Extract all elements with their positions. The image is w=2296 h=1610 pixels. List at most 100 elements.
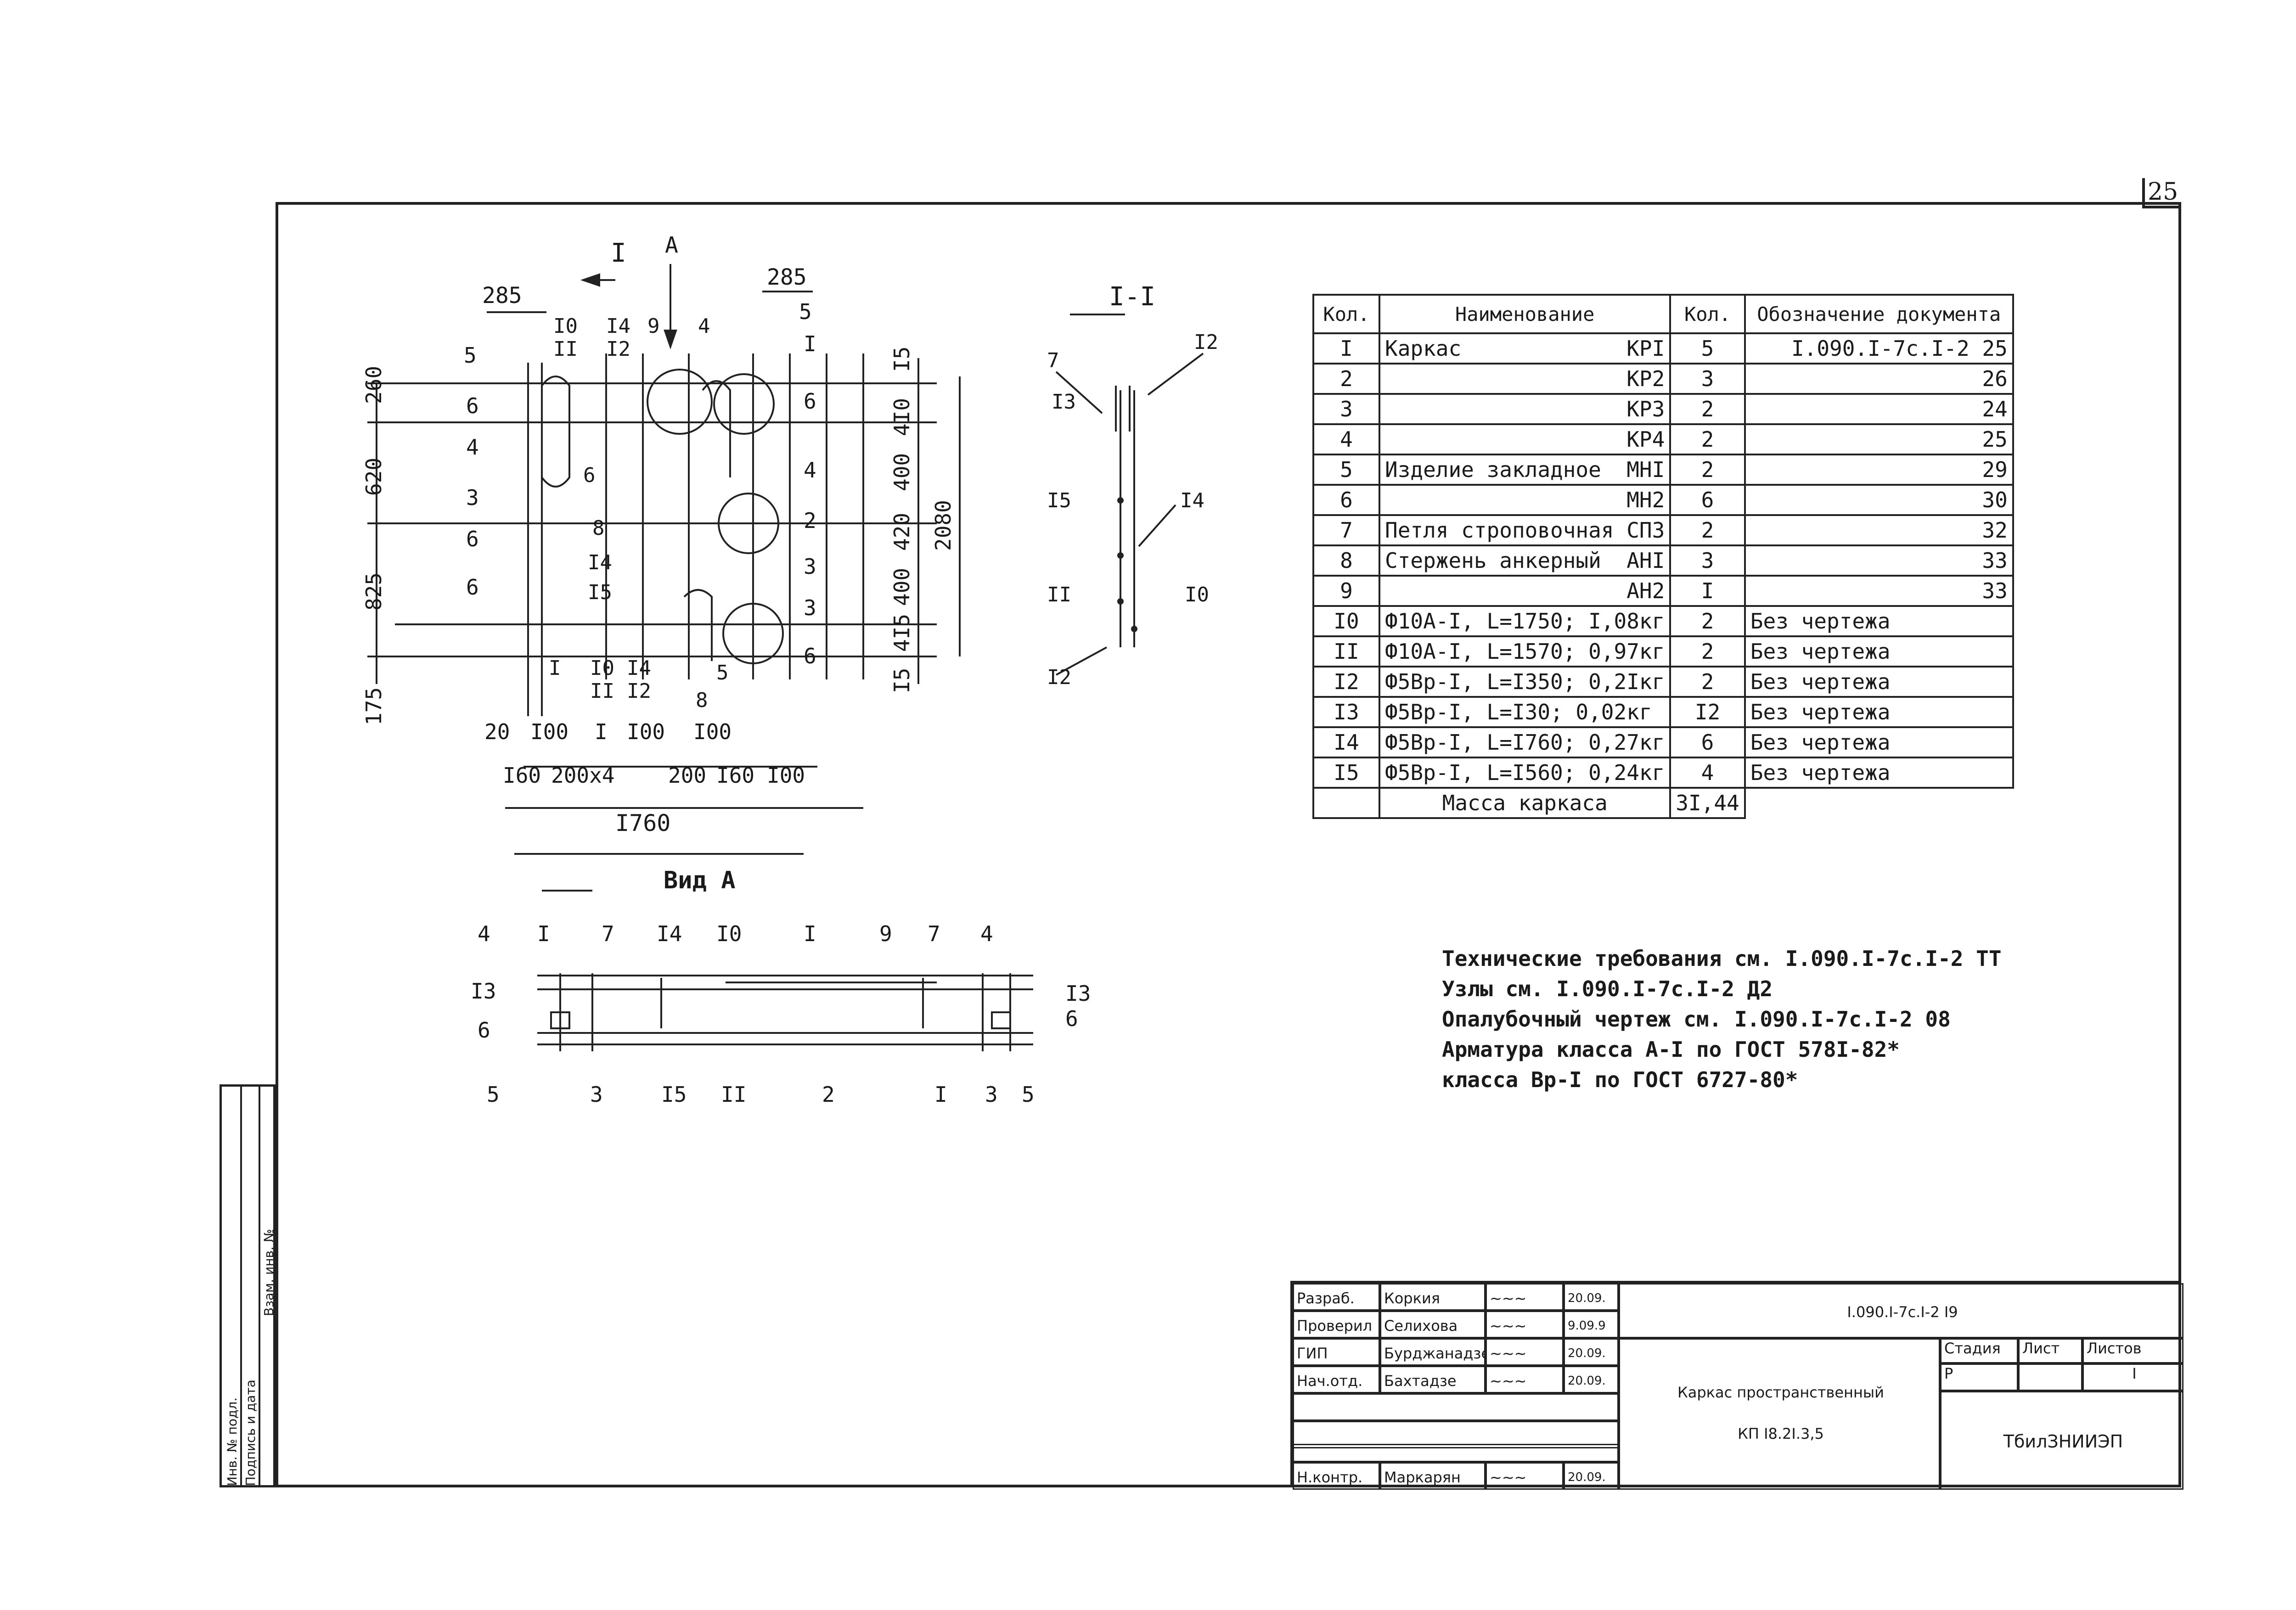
dim-text: 2080 [931, 500, 956, 551]
dim-text: 4I0 [889, 398, 914, 436]
callout: I [549, 656, 561, 680]
callout: 9 [879, 921, 892, 946]
callout: 7 [602, 921, 614, 946]
callout: 5 [716, 661, 729, 684]
callout: 4 [478, 921, 490, 946]
row-doc: I.090.I-7с.I-2 25 [1744, 332, 2014, 365]
callout: 6 [478, 1018, 490, 1043]
callout: I5 [588, 581, 612, 604]
plan-view-drawing: I А 285 285 I0 I4 9 4 II I2 5 6 4 3 6 6 … [361, 232, 961, 855]
callout: 2 [822, 1082, 835, 1107]
callout: 3 [804, 554, 816, 579]
header-qty: Кол. [1669, 294, 1746, 334]
row-name: Ф10А-I, L=1570; 0,97кг [1385, 639, 1665, 664]
callout: II [721, 1082, 746, 1107]
callout: I4 [1180, 489, 1204, 512]
callout: I2 [606, 337, 630, 361]
note-line: Арматура класса А-I по ГОСТ 578I-82* [1442, 1037, 1900, 1062]
view-mark: А [665, 232, 678, 258]
row-qty: 2 [1669, 666, 1746, 698]
dim-text: I00 [530, 719, 568, 744]
row-name: Стержень анкерный [1385, 548, 1601, 573]
side-stamp: Инв. № подл. Подпись и дата Взам. инв. № [219, 1084, 276, 1487]
dim-text: I60 [716, 763, 754, 788]
row-doc: Без чертежа [1744, 696, 2014, 728]
sheets-value: I [2082, 1363, 2183, 1391]
tb-signature: ~~~ [1486, 1462, 1564, 1490]
row-name: Ф10А-I, L=1750; I,08кг [1385, 609, 1665, 634]
row-pos: II [1312, 635, 1380, 668]
dim-text: I00 [627, 719, 665, 744]
dim-text: 825 [361, 572, 386, 611]
callout: 5 [799, 299, 812, 324]
callout: II [553, 337, 578, 361]
tb-role: Разраб. [1293, 1283, 1380, 1311]
row-qty: 2 [1669, 423, 1746, 455]
callout: 3 [466, 485, 479, 510]
callout: 6 [466, 527, 479, 551]
tb-name: Селихова [1380, 1311, 1486, 1338]
tb-name: Маркарян [1380, 1462, 1486, 1490]
stage-label: Стадия [1940, 1338, 2018, 1363]
callout: 2 [804, 508, 816, 533]
tb-role: Нач.отд. [1293, 1366, 1380, 1393]
item-mark: КП I8.2I.3,5 [1738, 1425, 1824, 1442]
spec-total-row: Масса каркаса 3I,44 [1312, 787, 2013, 819]
row-pos: I0 [1312, 605, 1380, 637]
dim-text: 200 [668, 763, 706, 788]
row-name-cell: Ф5Вр-I, L=I350; 0,2Iкг [1378, 666, 1671, 698]
total-label: Масса каркаса [1378, 787, 1671, 819]
tb-signature: ~~~ [1486, 1283, 1564, 1311]
row-qty: 4 [1669, 757, 1746, 789]
row-pos: I2 [1312, 666, 1380, 698]
note-line: класса Вр-I по ГОСТ 6727-80* [1442, 1067, 1798, 1092]
row-doc: 26 [1744, 363, 2014, 395]
callout: 6 [466, 393, 479, 418]
callout: II [1047, 583, 1071, 606]
sheet-value [2018, 1363, 2082, 1391]
row-name: Изделие закладное [1385, 457, 1601, 482]
row-qty: 5 [1669, 332, 1746, 365]
callout: 3 [985, 1082, 998, 1107]
view-a-title: Вид А [664, 867, 736, 894]
dim-text: 285 [482, 283, 522, 309]
row-name-cell: КР4 [1378, 423, 1671, 455]
callout: 6 [583, 464, 596, 487]
callout: I [537, 921, 550, 946]
dim-text: I5 [889, 347, 914, 372]
dim-text: I [595, 719, 608, 744]
spec-header-row: Кол. Наименование Кол. Обозначение докум… [1312, 294, 2014, 334]
row-doc: Без чертежа [1744, 757, 2014, 789]
row-pos: 4 [1312, 423, 1380, 455]
side-stamp-label: Взам. инв. № [261, 1229, 276, 1316]
row-mark: КР2 [1626, 366, 1665, 391]
callout: 6 [466, 575, 479, 600]
tb-name: Коркия [1380, 1283, 1486, 1311]
row-name-cell: КР2 [1378, 363, 1671, 395]
row-doc: Без чертежа [1744, 605, 2014, 637]
row-doc: Без чертежа [1744, 666, 2014, 698]
callout: 6 [1065, 1006, 1078, 1031]
row-pos: I [1312, 332, 1380, 365]
row-mark: АН2 [1626, 578, 1665, 603]
row-doc: 25 [1744, 423, 2014, 455]
callout: 7 [928, 921, 940, 946]
row-mark: МНI [1626, 457, 1665, 482]
tb-date: 20.09. [1564, 1462, 1619, 1490]
callout: 6 [804, 644, 816, 668]
technical-notes: Технические требования см. I.090.I-7с.I-… [1442, 943, 2002, 1095]
row-name-cell: КР3 [1378, 393, 1671, 425]
section-view-drawing: I-I 7 I2 I3 I5 I4 II I0 I2 [1047, 282, 1218, 689]
callout: I5 [1047, 489, 1071, 512]
row-mark: КРI [1626, 336, 1665, 361]
note-line: Опалубочный чертеж см. I.090.I-7с.I-2 08 [1442, 1007, 1951, 1032]
dim-text: 285 [767, 264, 807, 290]
